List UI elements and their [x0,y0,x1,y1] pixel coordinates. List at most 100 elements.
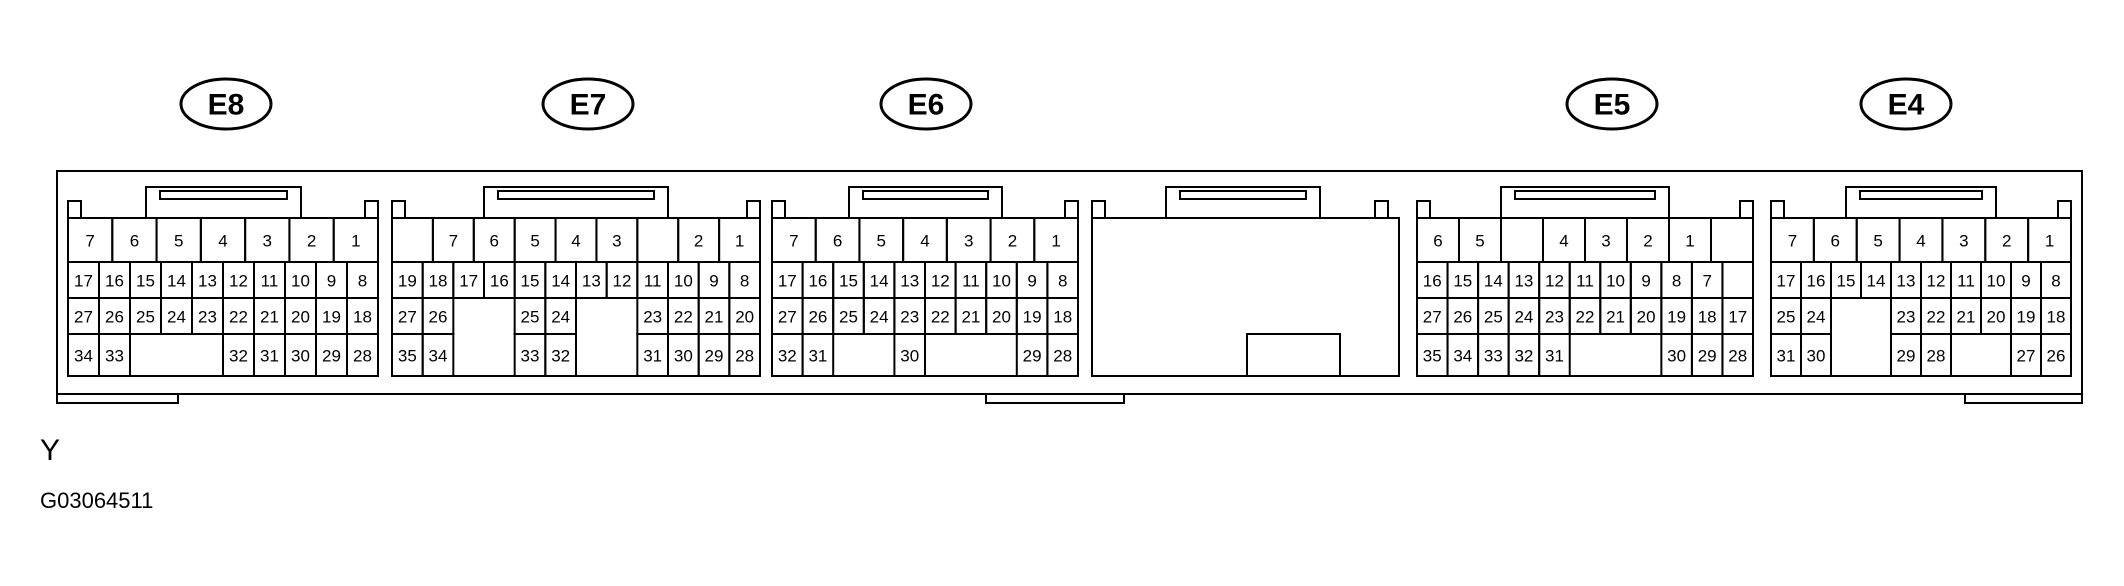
pin-cell: 16 [1416,261,1449,299]
corner-tab-right [746,200,761,219]
pin-outline [1920,333,1952,377]
pin-number: 27 [1423,308,1442,327]
pin-cell: 7 [1770,217,1815,263]
blank-cell [1710,217,1754,263]
pin-number: 6 [130,232,139,251]
pin-cell: 33 [1477,333,1510,377]
pin-cell: 16 [1800,261,1832,299]
pin-number: 2 [1643,232,1652,251]
pin-cell: 14 [1860,261,1892,299]
pin-outline [98,333,131,377]
pin-cell: 10 [667,261,700,299]
pin-cell: 19 [391,261,424,299]
pin-cell: 6 [814,217,861,263]
pin-cell: 31 [636,333,669,377]
pin-number: 8 [2051,272,2060,291]
pin-number: 24 [870,308,889,327]
pin-cell: 31 [1538,333,1571,377]
pin-number: 5 [174,232,183,251]
pin-number: 32 [229,347,248,366]
pin-number: 7 [85,232,94,251]
corner-tab-right [364,200,379,219]
ecu-housing [56,170,2083,395]
pin-cell: 34 [67,333,100,377]
pin-number: 24 [167,308,186,327]
pin-cell: 21 [253,297,286,335]
pin-cell: 17 [452,261,486,299]
pin-number: 21 [705,308,724,327]
pin-cell: 34 [421,333,455,377]
pin-cell: 17 [1721,297,1755,335]
pin-number: 22 [229,308,248,327]
pin-number: 12 [1545,272,1564,291]
pin-number: 27 [778,308,797,327]
pin-cell: 17 [1770,261,1802,299]
blank-connector-slot [1091,186,1400,377]
pin-number: 32 [551,347,570,366]
pin-number: 8 [740,272,749,291]
pin-cell: 26 [801,297,835,335]
pin-outline [2040,333,2072,377]
pin-number: 20 [992,308,1011,327]
pin-cell: 11 [1568,261,1602,299]
pin-cell: 33 [513,333,547,377]
pin-cell: 21 [1950,297,1982,335]
pin-number: 15 [1837,272,1856,291]
latch-slot [497,190,655,200]
pin-cell: 24 [160,297,193,335]
pin-cell: 9 [1015,261,1049,299]
pin-cell: 29 [1890,333,1922,377]
pin-cell: 7 [67,217,114,263]
pin-cell: 5 [858,217,905,263]
pin-number: 27 [74,308,93,327]
pin-number: 2 [694,232,703,251]
pin-cell: 4 [1898,217,1944,263]
connector-label-e7: E7 [541,77,635,131]
pin-number: 25 [1777,308,1796,327]
pin-number: 5 [1873,232,1882,251]
pin-cell: 19 [1660,297,1693,335]
pin-number: 24 [551,308,570,327]
pin-number: 10 [674,272,693,291]
pin-cell: 28 [346,333,379,377]
pin-outline [1800,333,1832,377]
corner-tab-left [391,200,406,219]
pin-cell: 8 [1046,261,1080,299]
pin-number: 16 [1807,272,1826,291]
pin-cell: 22 [1920,297,1952,335]
figure-id: G03064511 [40,488,154,513]
pin-number: 18 [429,272,448,291]
pin-number: 3 [612,232,621,251]
pin-cell: 7 [771,217,817,263]
pin-number: 4 [1916,232,1925,251]
pin-cell: 12 [924,261,957,299]
pin-cell: 5 [513,217,557,263]
pin-cell: 23 [893,297,927,335]
pin-cell: 12 [222,261,255,299]
pin-cell: 5 [155,217,202,263]
pin-number: 8 [1058,272,1067,291]
pin-cell: 19 [315,297,348,335]
pin-number: 20 [1637,308,1656,327]
pin-number: 18 [353,308,372,327]
pin-cell: 28 [1046,333,1080,377]
pin-number: 15 [136,272,155,291]
pin-number: 31 [1545,347,1564,366]
pin-number: 28 [735,347,754,366]
pin-number: 29 [705,347,724,366]
pin-number: 12 [931,272,950,291]
pin-cell: 22 [667,297,700,335]
pin-number: 4 [571,232,580,251]
pin-cell: 7 [1690,261,1724,299]
pin-cell: 28 [1721,333,1755,377]
pin-number: 6 [833,232,842,251]
pin-cell: 25 [1770,297,1802,335]
pin-cell: 16 [98,261,131,299]
pin-number: 17 [1728,308,1747,327]
pin-cell: 3 [1584,217,1628,263]
pin-number: 5 [530,232,539,251]
pin-number: 24 [1807,308,1826,327]
pin-cell: 19 [1015,297,1049,335]
pin-number: 10 [291,272,310,291]
